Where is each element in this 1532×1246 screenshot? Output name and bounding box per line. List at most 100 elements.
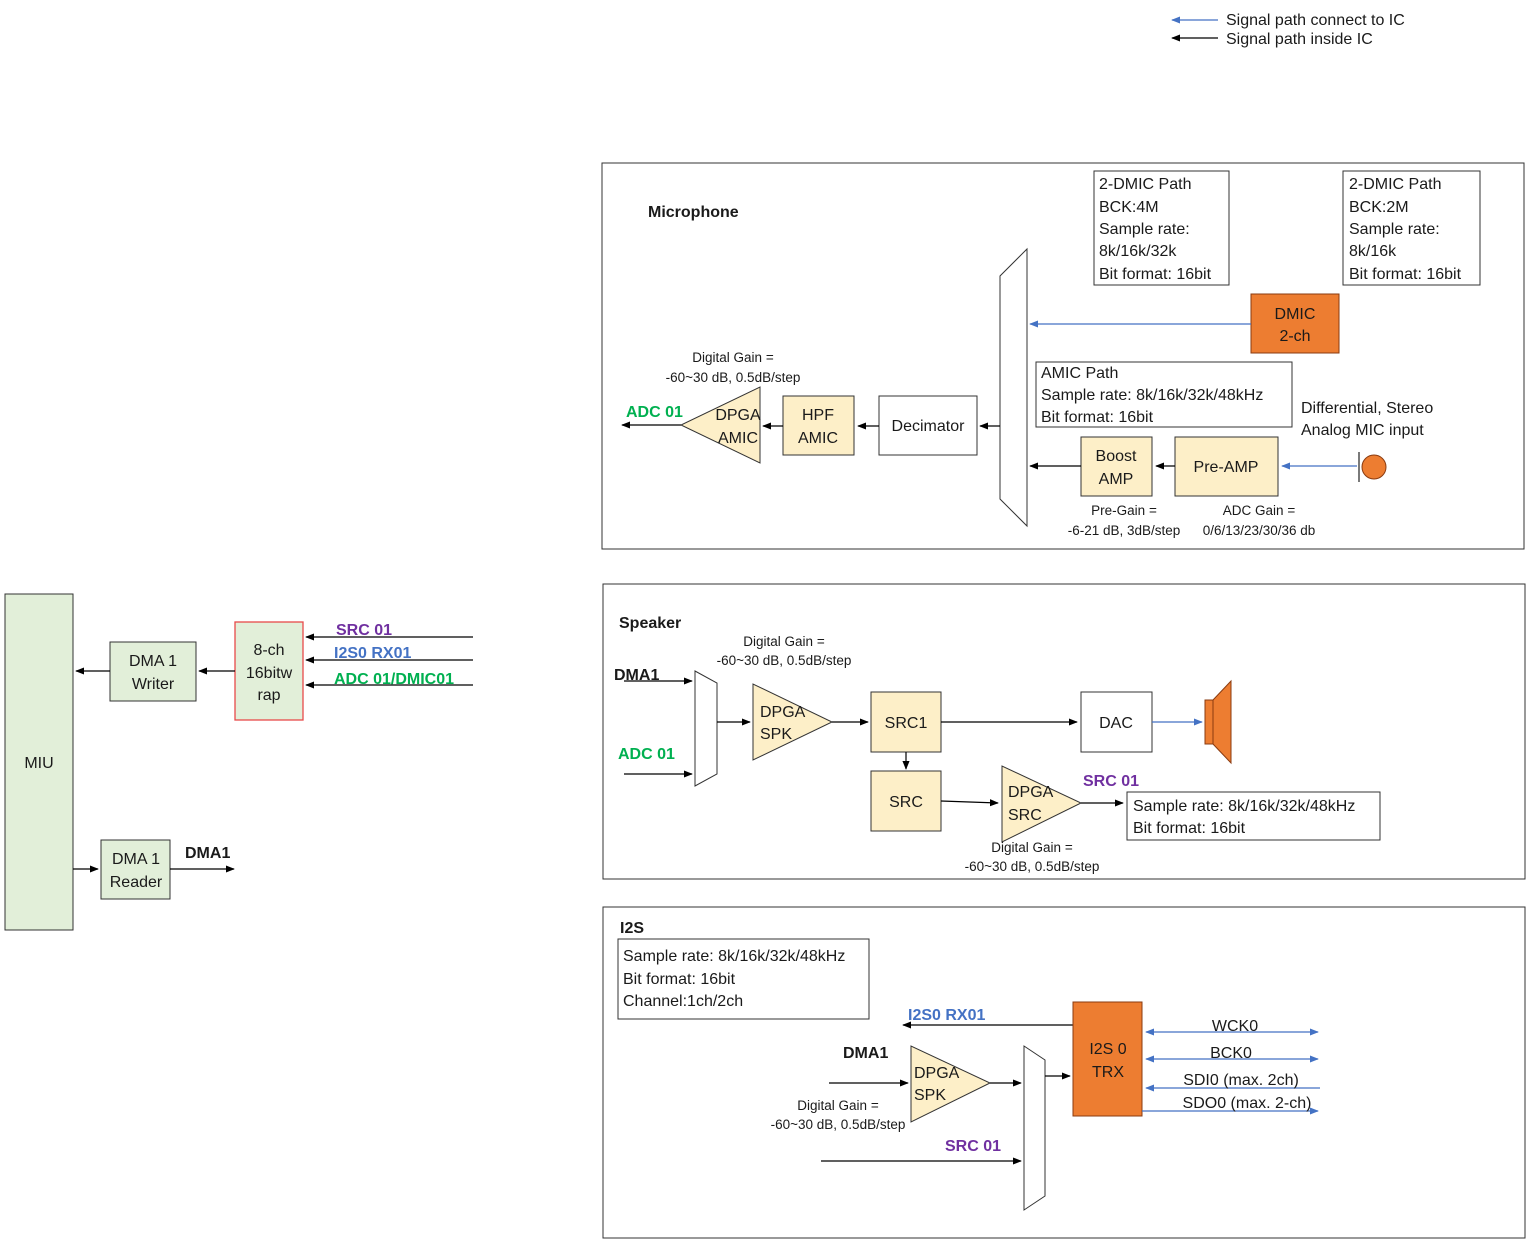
- adc01-output-label: ADC 01: [626, 404, 683, 421]
- dma-reader-line1: DMA 1: [112, 851, 160, 868]
- spk-digital-gain-top-line1: Digital Gain =: [743, 634, 825, 649]
- speaker-frame: [602, 583, 1526, 880]
- dmic-4m-line5: Bit format: 16bit: [1099, 266, 1212, 283]
- dmic-block-line2: 2-ch: [1279, 328, 1310, 345]
- wrap-line2: 16bitw: [246, 665, 293, 682]
- dmic-4m-line2: BCK:4M: [1099, 199, 1159, 216]
- i2s-trx-block: [1072, 1001, 1143, 1117]
- spk-dma1-label: DMA1: [614, 667, 659, 684]
- amic-path-line1: AMIC Path: [1041, 365, 1118, 382]
- src1-label: SRC1: [885, 715, 928, 732]
- decimator-label: Decimator: [892, 418, 966, 435]
- analog-mic-icon: [1361, 454, 1387, 480]
- dma-writer-line1: DMA 1: [129, 653, 177, 670]
- dac-label: DAC: [1099, 715, 1133, 732]
- miu-label: MIU: [24, 755, 53, 772]
- decimator-block: [878, 395, 978, 456]
- i2s-rx01-output-label: I2S0 RX01: [908, 1007, 985, 1024]
- dpga-src-line1: DPGA: [1008, 784, 1054, 801]
- spk-mux: [694, 670, 718, 787]
- adc-gain-line1: ADC Gain =: [1223, 503, 1296, 518]
- dmic-2m-line3: Sample rate:: [1349, 221, 1440, 238]
- i2s-dpga-line1: DPGA: [914, 1065, 960, 1082]
- dma-writer-line2: Writer: [132, 676, 175, 693]
- amic-path-line2: Sample rate: 8k/16k/32k/48kHz: [1041, 387, 1263, 404]
- spk-info-box: [1126, 791, 1381, 841]
- dpga-amic-triangle: [679, 386, 761, 464]
- i2s-frame: [602, 906, 1526, 1239]
- hpf-line1: HPF: [802, 407, 834, 424]
- bck0-label: BCK0: [1210, 1045, 1252, 1062]
- i2s-trx-line2: TRX: [1092, 1064, 1124, 1081]
- dpga-spk-line1: DPGA: [760, 704, 806, 721]
- i2s-title: I2S: [620, 920, 644, 937]
- dmic-2ch-block: [1250, 293, 1340, 354]
- src-to-dpga-src-arrow: [940, 799, 999, 807]
- dma-reader-line2: Reader: [110, 874, 163, 891]
- i2s-info-line2: Bit format: 16bit: [623, 971, 736, 988]
- analog-input-line1: Differential, Stereo: [1301, 400, 1433, 417]
- src1-block: [870, 691, 942, 753]
- dpga-src-triangle: [1001, 765, 1083, 843]
- left-dma-section: MIU DMA 1 Writer 8-ch 16bitw rap SRC 01 …: [4, 593, 473, 931]
- spk-digital-gain-top-line2: -60~30 dB, 0.5dB/step: [717, 653, 852, 668]
- pre-gain-line2: -6-21 dB, 3dB/step: [1068, 523, 1181, 538]
- i2s-trx-line1: I2S 0: [1089, 1041, 1126, 1058]
- dmic-2m-line2: BCK:2M: [1349, 199, 1409, 216]
- wck0-label: WCK0: [1212, 1018, 1258, 1035]
- amic-path-line3: Bit format: 16bit: [1041, 409, 1154, 426]
- dmic-4m-line4: 8k/16k/32k: [1099, 243, 1177, 260]
- spk-adc01-label: ADC 01: [618, 746, 675, 763]
- dmic-2m-line1: 2-DMIC Path: [1349, 176, 1441, 193]
- i2s-section: I2S Sample rate: 8k/16k/32k/48kHz Bit fo…: [602, 906, 1526, 1239]
- hpf-line2: AMIC: [798, 430, 838, 447]
- src01-input-label: SRC 01: [336, 622, 392, 639]
- analog-input-line2: Analog MIC input: [1301, 422, 1424, 439]
- pre-amp-block: [1174, 436, 1279, 497]
- i2s-info-box: [617, 938, 870, 1020]
- adc-gain-line2: 0/6/13/23/30/36 db: [1203, 523, 1316, 538]
- wrap-line3: rap: [257, 687, 280, 704]
- dac-block: [1080, 691, 1153, 753]
- spk-digital-gain-bottom-line1: Digital Gain =: [991, 840, 1073, 855]
- i2s-info-line1: Sample rate: 8k/16k/32k/48kHz: [623, 948, 845, 965]
- pre-gain-line1: Pre-Gain =: [1091, 503, 1157, 518]
- dmic-2m-line4: 8k/16k: [1349, 243, 1397, 260]
- legend-inside-ic: Signal path inside IC: [1226, 31, 1373, 48]
- sdo0-label: SDO0 (max. 2-ch): [1183, 1095, 1312, 1112]
- speaker-icon: [1212, 679, 1232, 765]
- adc-dmic-input-label: ADC 01/DMIC01: [334, 671, 454, 688]
- i2s-src01-label: SRC 01: [945, 1138, 1001, 1155]
- boost-amp-line1: Boost: [1096, 448, 1137, 465]
- i2s-info-line3: Channel:1ch/2ch: [623, 993, 743, 1010]
- boost-amp-block: [1080, 436, 1153, 497]
- amic-path-box: [1035, 361, 1293, 428]
- spk-src01-output-label: SRC 01: [1083, 773, 1139, 790]
- spk-digital-gain-bottom-line2: -60~30 dB, 0.5dB/step: [965, 859, 1100, 874]
- src-block: [870, 770, 942, 832]
- i2s-rx-input-label: I2S0 RX01: [334, 645, 411, 662]
- i2s-digital-gain-line1: Digital Gain =: [797, 1098, 879, 1113]
- i2s-dma1-label: DMA1: [843, 1045, 888, 1062]
- boost-amp-line2: AMP: [1099, 471, 1134, 488]
- sdi0-label: SDI0 (max. 2ch): [1183, 1072, 1299, 1089]
- microphone-section: Microphone 2-DMIC Path BCK:4M Sample rat…: [601, 162, 1525, 550]
- wrap-block: [234, 621, 304, 721]
- speaker-section: Speaker DMA1 ADC 01 Digital Gain = -60~3…: [602, 583, 1526, 880]
- i2s-mux: [1023, 1045, 1046, 1211]
- mic-digital-gain-line2: -60~30 dB, 0.5dB/step: [666, 370, 801, 385]
- dmic-path-4m-box: [1093, 170, 1230, 286]
- dmic-path-2m-box: [1342, 170, 1481, 286]
- i2s-digital-gain-line2: -60~30 dB, 0.5dB/step: [771, 1117, 906, 1132]
- spk-info-line1: Sample rate: 8k/16k/32k/48kHz: [1133, 798, 1355, 815]
- mic-digital-gain-line1: Digital Gain =: [692, 350, 774, 365]
- dpga-amic-line1: DPGA: [715, 407, 761, 424]
- legend: Signal path connect to IC Signal path in…: [1171, 12, 1405, 48]
- microphone-title: Microphone: [648, 204, 739, 221]
- speaker-icon-base: [1204, 699, 1214, 745]
- dmic-2m-line5: Bit format: 16bit: [1349, 266, 1462, 283]
- dmic-4m-line3: Sample rate:: [1099, 221, 1190, 238]
- dma-writer-block: [109, 641, 197, 702]
- dpga-amic-line2: AMIC: [718, 430, 758, 447]
